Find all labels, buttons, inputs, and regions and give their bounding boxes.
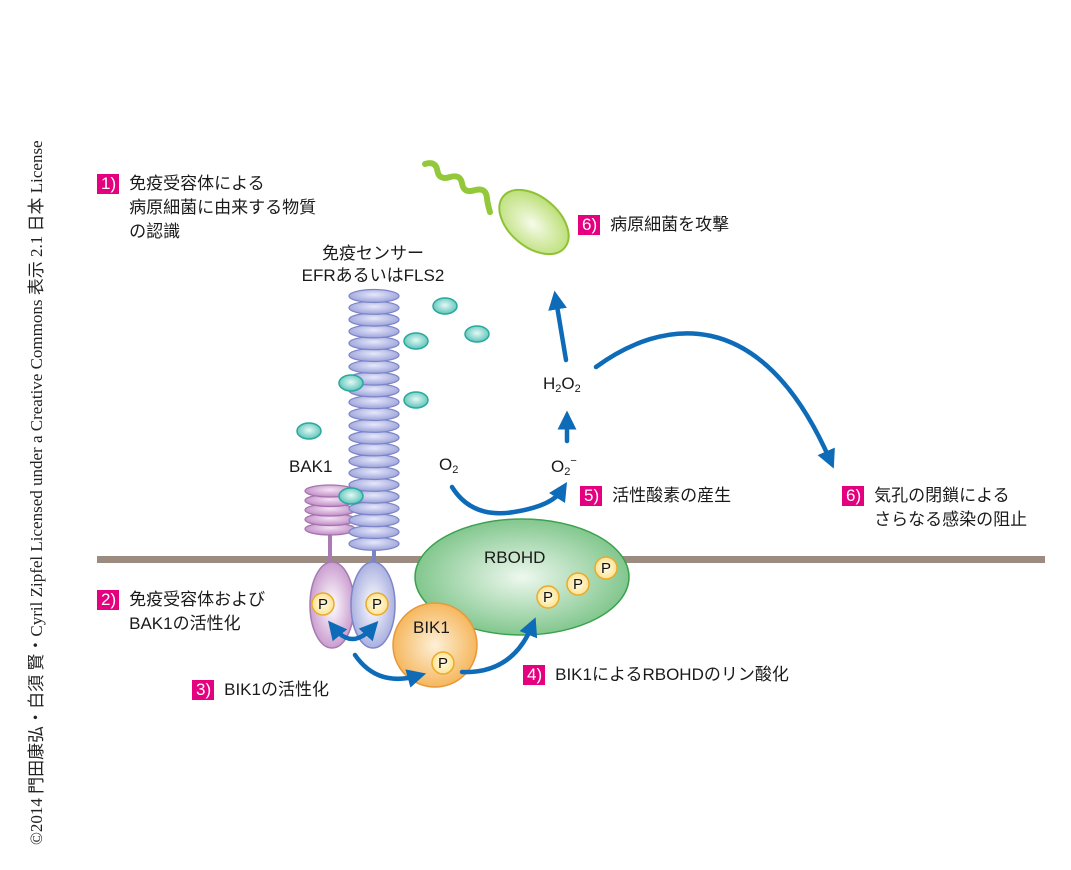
phosphates: [311, 556, 618, 675]
efr-repeat-segment: [348, 359, 400, 374]
efr-repeat-segment: [348, 513, 400, 528]
efr-repeat-segment: [348, 465, 400, 481]
o2-label: O2: [439, 455, 459, 476]
step-badge: 5): [580, 486, 603, 506]
step-text-line: BIK1によるRBOHDのリン酸化: [555, 665, 789, 684]
step-text-line: さらなる感染の阻止: [874, 510, 1028, 529]
step-badge: 3): [192, 680, 215, 700]
step-1-label: 1) 免疫受容体による 病原細菌に由来する物質 の認識: [97, 172, 316, 244]
ligand-molecule: [296, 422, 322, 440]
step-text-line: 免疫受容体による: [129, 174, 265, 193]
pathogenic-bacterium: [498, 188, 570, 256]
bik1-label: BIK1: [413, 618, 450, 637]
step-badge: 6): [842, 486, 865, 506]
step-text-line: BAK1の活性化: [129, 614, 241, 633]
phosphate-bak1: [311, 592, 335, 616]
efr-repeat-segment: [348, 418, 400, 433]
efr-repeat-segment: [348, 300, 400, 315]
rbohd-phosphorylation-arrow: [459, 617, 538, 675]
efr-repeat-segment: [348, 406, 400, 422]
step-6a-label: 6) 病原細菌を攻撃: [578, 213, 729, 237]
step-3-label: 3) BIK1の活性化: [192, 678, 329, 702]
phosphate-label: P: [601, 560, 611, 577]
ligand-molecule: [338, 487, 364, 505]
efr-ectodomain: [348, 288, 400, 551]
efr-repeat-segment: [348, 336, 400, 351]
h2o2-label: H2O2: [543, 374, 581, 395]
ligand-molecule: [338, 374, 364, 392]
efr-repeat-segment: [348, 524, 400, 540]
efr-repeat-segment: [348, 347, 400, 363]
step-badge: 4): [523, 665, 546, 685]
efr-repeat-segment: [348, 536, 400, 551]
step-4-label: 4) BIK1によるRBOHDのリン酸化: [523, 663, 789, 687]
bik1-protein: [392, 602, 478, 688]
ligand-molecule: [464, 325, 490, 343]
efr-repeat-segment: [348, 324, 400, 339]
activation-arrow-mutual: [328, 620, 379, 642]
phosphate-rbohd-1: [536, 585, 560, 609]
ligand-molecule: [432, 297, 458, 315]
immune-sensor-label: 免疫センサー EFRあるいはFLS2: [283, 243, 463, 287]
ligand-molecules: [296, 297, 490, 505]
step-badge: 6): [578, 215, 601, 235]
copyright-notice: ©2014 門田康弘・白須 賢・Cyril Zipfel Licensed un…: [27, 140, 46, 845]
efr-repeat-segment: [348, 454, 400, 469]
efr-repeat-segment: [348, 395, 400, 410]
step-text-line: の認識: [129, 222, 181, 241]
phosphate-rbohd-3: [594, 556, 618, 580]
step-6b-label: 6) 気孔の閉鎖による さらなる感染の阻止: [842, 484, 1027, 532]
step-text-line: 活性酸素の産生: [612, 486, 732, 505]
step-text-line: BIK1の活性化: [224, 680, 329, 699]
phosphate-label: P: [543, 589, 553, 606]
phosphate-label: P: [372, 596, 382, 613]
superoxide-label: O2−: [551, 455, 577, 478]
sensor-label-line: 免疫センサー: [322, 244, 424, 263]
step-text-line: 気孔の閉鎖による: [874, 486, 1010, 505]
bacterium-flagellum: [422, 160, 494, 216]
step-badge: 2): [97, 590, 120, 610]
step-2-label: 2) 免疫受容体および BAK1の活性化: [97, 588, 265, 636]
bik1-activation-arrow: [352, 652, 427, 688]
efr-repeat-segment: [348, 288, 400, 304]
phosphate-efr: [365, 592, 389, 616]
efr-repeat-segment: [348, 430, 400, 445]
ligand-molecule: [403, 391, 429, 409]
bak1-label: BAK1: [289, 457, 333, 476]
efr-repeat-segment: [348, 442, 400, 457]
ros-production-arrow: [449, 481, 568, 516]
stomatal-closure-arrow: [593, 331, 835, 469]
phosphate-rbohd-2: [566, 572, 590, 596]
step-text-line: 免疫受容体および: [129, 590, 266, 609]
phosphate-bik1: [431, 651, 455, 675]
step-badge: 1): [97, 174, 120, 194]
efr-repeat-segment: [348, 312, 400, 327]
step-text-line: 病原細菌に由来する物質: [129, 198, 317, 217]
h2o2-to-bacterium-arrow: [548, 290, 569, 363]
phosphate-label: P: [318, 596, 328, 613]
phosphate-label: P: [573, 576, 583, 593]
sensor-label-line: EFRあるいはFLS2: [301, 266, 445, 285]
step-text-line: 病原細菌を攻撃: [610, 215, 730, 234]
rbohd-label: RBOHD: [484, 548, 546, 567]
ligand-molecule: [403, 332, 429, 350]
step-5-label: 5) 活性酸素の産生: [580, 484, 731, 508]
phosphate-label: P: [438, 655, 448, 672]
